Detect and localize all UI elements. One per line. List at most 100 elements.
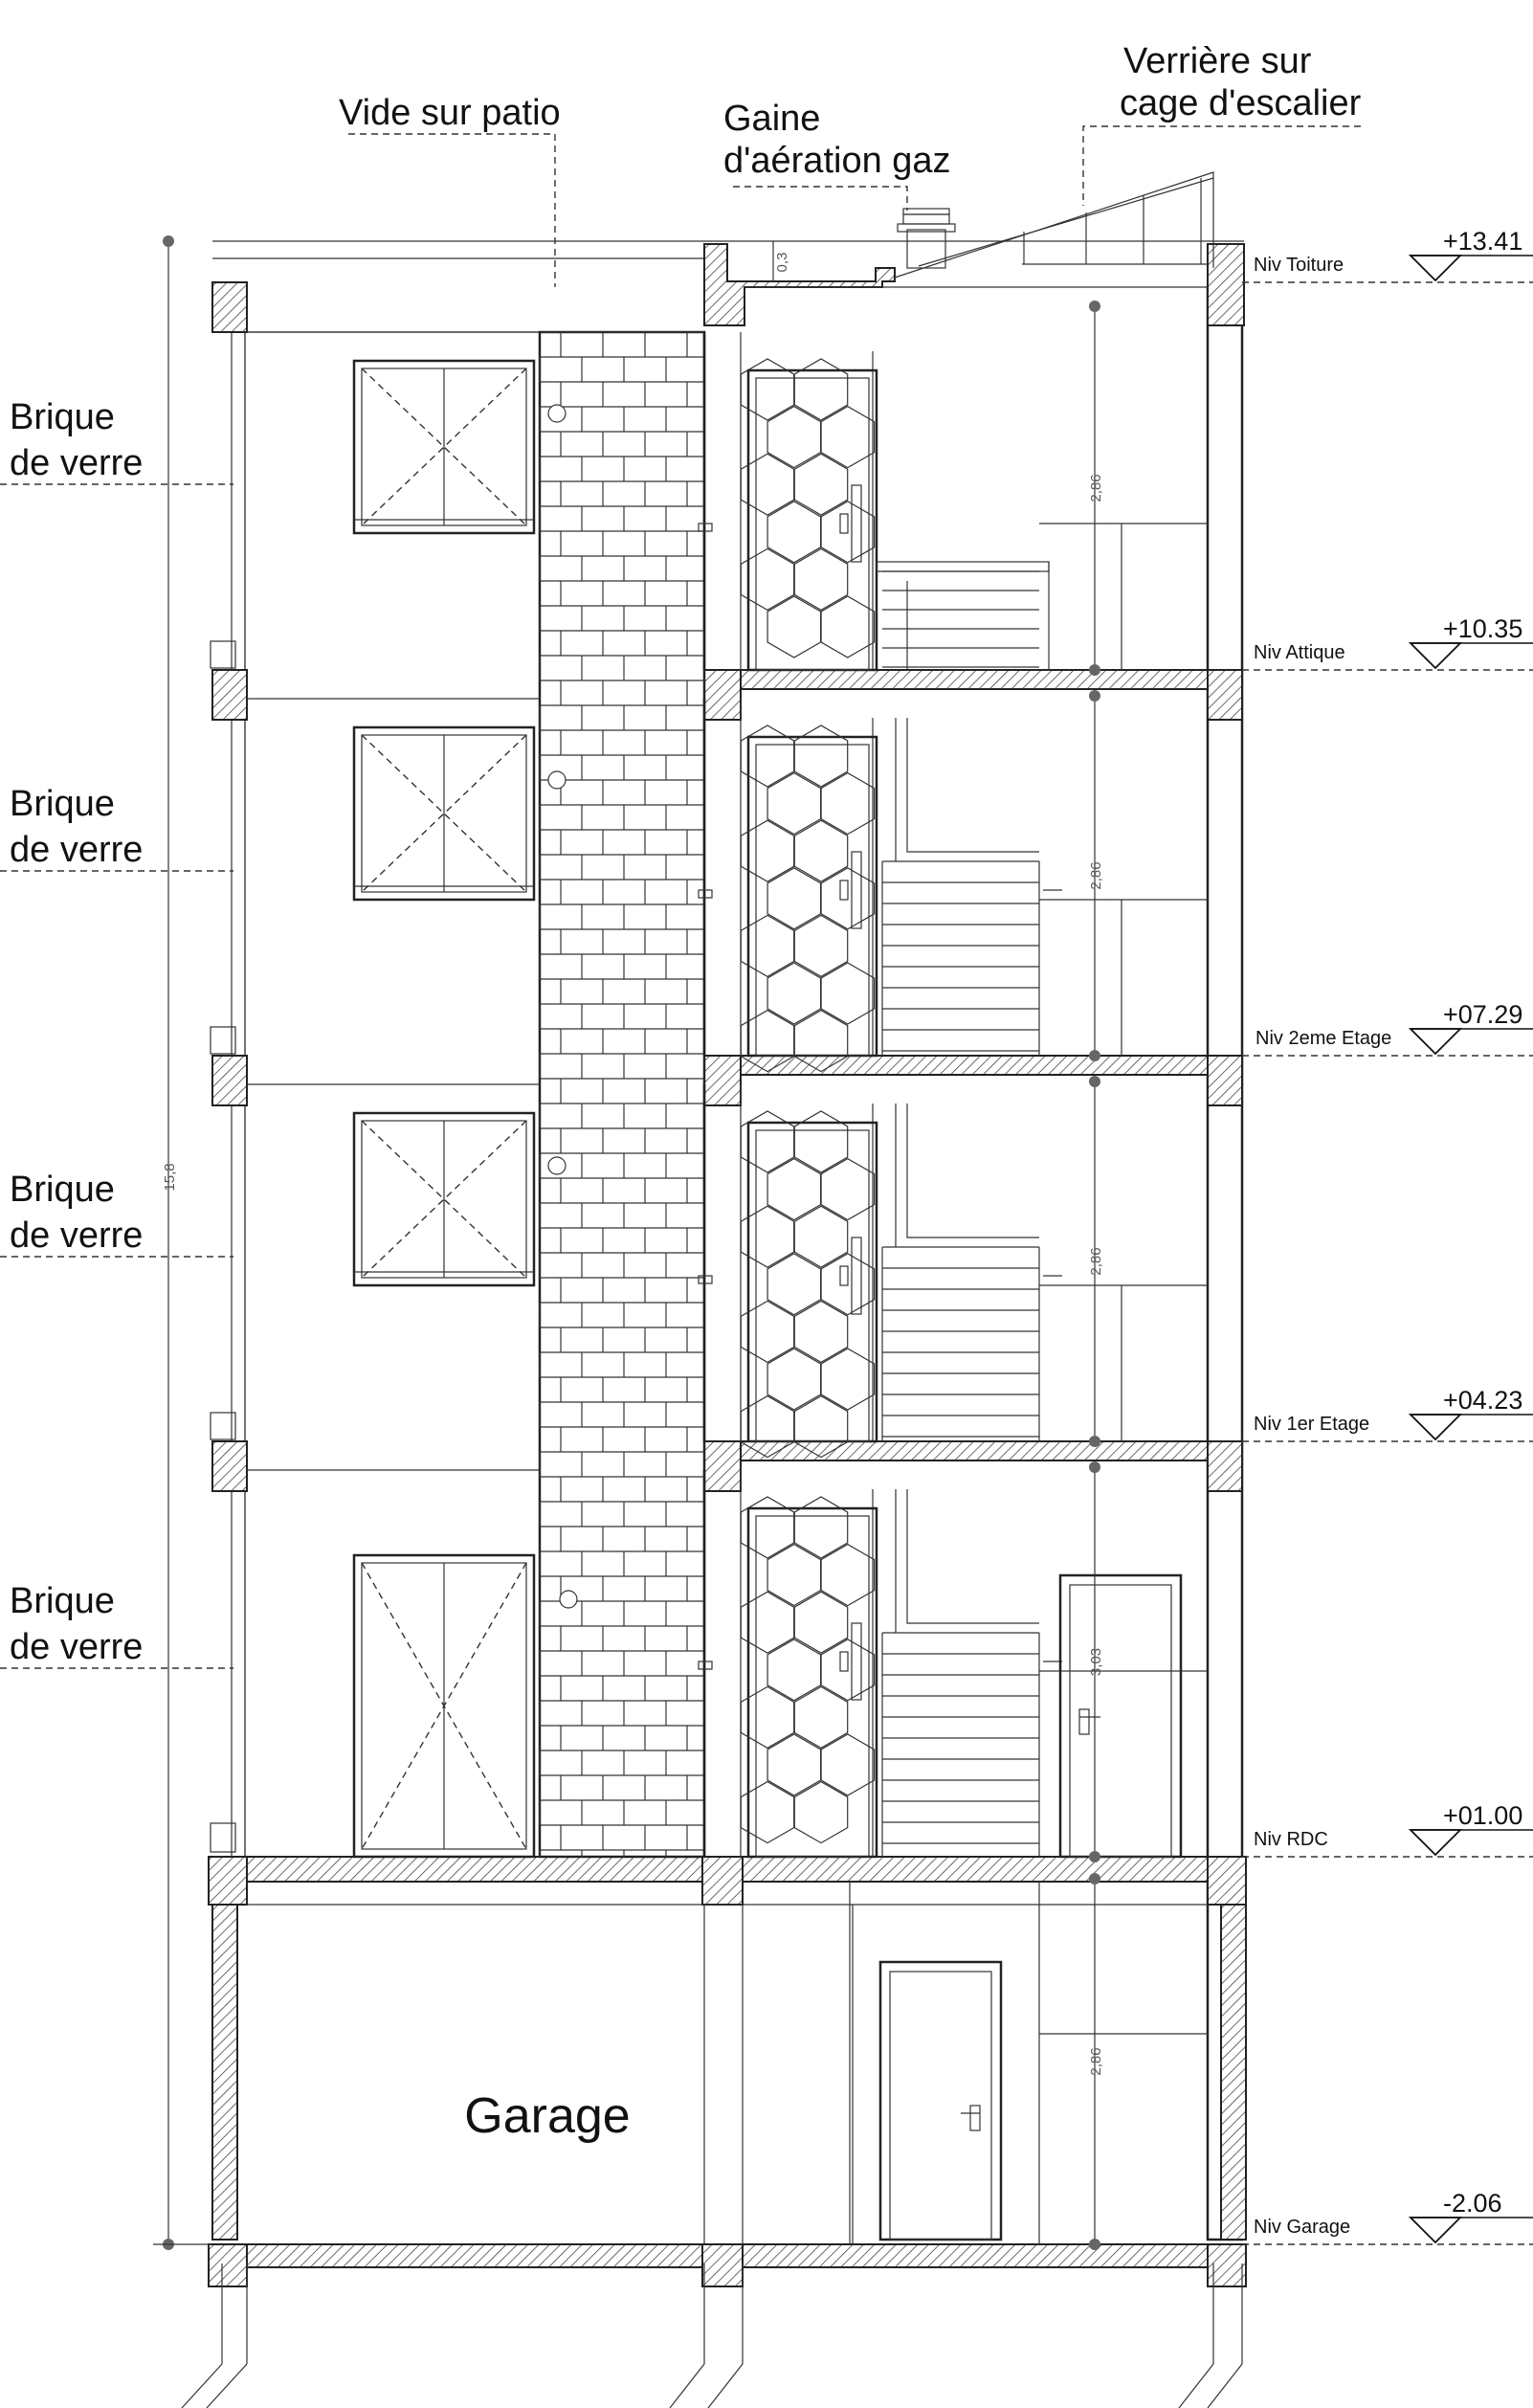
glass-brick-joint bbox=[210, 640, 236, 669]
level-triangle-icon bbox=[1408, 1028, 1463, 1056]
parapet-height-label: 0,3 bbox=[774, 253, 790, 273]
hexagon-pattern-door bbox=[698, 1110, 878, 1459]
level-marker: Niv 2eme Etage +07.29 bbox=[1242, 1000, 1533, 1057]
roof-parapet-left bbox=[211, 281, 248, 333]
slab-right-pillar bbox=[1207, 1055, 1243, 1106]
rdc-door bbox=[1058, 1573, 1183, 1859]
wall-fitting bbox=[547, 404, 567, 423]
staircase bbox=[881, 718, 1062, 1056]
level-triangle-icon bbox=[1408, 1414, 1463, 1441]
wall-fitting bbox=[547, 1156, 567, 1175]
callout-gaine: Gaine d'aération gaz bbox=[723, 99, 951, 211]
level-elevation: +07.29 bbox=[1443, 1000, 1522, 1029]
brique-label-line2: de verre bbox=[10, 1215, 143, 1256]
rdc-right-pillar bbox=[1207, 1856, 1247, 1906]
slab-left-pillar bbox=[211, 669, 248, 721]
gaine-label-line2: d'aération gaz bbox=[723, 141, 951, 181]
storey bbox=[247, 698, 1208, 1073]
brique-label-line2: de verre bbox=[10, 1627, 143, 1667]
storey bbox=[247, 1083, 1208, 1459]
total-height-label: 15,8 bbox=[162, 1163, 178, 1191]
hexagon-pattern-door bbox=[698, 358, 878, 672]
glass-brick-joint bbox=[210, 1412, 236, 1440]
slab-right-pillar bbox=[1207, 669, 1243, 721]
window bbox=[352, 1553, 536, 1859]
slab-center-pillar bbox=[703, 1440, 742, 1492]
garage-left-wall bbox=[211, 1904, 238, 2241]
staircase bbox=[876, 561, 1050, 670]
brique-label-line2: de verre bbox=[10, 443, 143, 483]
garage-right-pillar bbox=[1207, 2243, 1247, 2287]
callout-vide-patio: Vide sur patio bbox=[339, 93, 561, 287]
rdc-left-pillar bbox=[208, 1856, 248, 1906]
floor-height-label: 2,86 bbox=[1088, 2047, 1104, 2075]
brique-label-line1: Brique bbox=[10, 397, 115, 437]
level-marker: Niv RDC +01.00 bbox=[1242, 1801, 1533, 1858]
rdc-center-pillar bbox=[701, 1856, 744, 1906]
verriere-label-line2: cage d'escalier bbox=[1120, 83, 1362, 123]
floors-group: 2,86 2,86 2,86 3,03 2,86 bbox=[208, 301, 1247, 2287]
level-marker: Niv Toiture+13.41 bbox=[1242, 227, 1533, 283]
floor-height-label: 2,86 bbox=[1088, 1247, 1104, 1275]
level-marker: Niv Garage-2.06 bbox=[1242, 2189, 1533, 2245]
floor-height-label: 2,86 bbox=[1088, 861, 1104, 889]
level-elevation: +10.35 bbox=[1443, 614, 1522, 643]
parapet-dimension: 0,3 bbox=[772, 241, 790, 281]
level-name: Niv 2eme Etage bbox=[1255, 1028, 1391, 1049]
garage-door bbox=[878, 1960, 1003, 2241]
staircase bbox=[881, 1104, 1062, 1441]
brick-wall-outline bbox=[538, 330, 706, 1859]
floor-height-label: 2,86 bbox=[1088, 474, 1104, 502]
level-elevation: +01.00 bbox=[1443, 1801, 1522, 1830]
level-name: Niv RDC bbox=[1254, 1829, 1328, 1850]
level-triangle-icon bbox=[1408, 2217, 1463, 2244]
brique-label-line2: de verre bbox=[10, 830, 143, 870]
garage-center-pillar bbox=[701, 2243, 744, 2287]
callout-verriere: Verrière sur cage d'escalier bbox=[1082, 41, 1362, 206]
window bbox=[352, 1111, 536, 1287]
glass-brick-joint bbox=[210, 1822, 236, 1853]
floor-height-label: 3,03 bbox=[1088, 1648, 1104, 1676]
floor-height-dimension: 2,86 bbox=[1088, 1873, 1104, 2250]
door-handle-bar bbox=[851, 1237, 862, 1315]
foundation-lines bbox=[181, 2263, 1243, 2408]
slab-center-pillar bbox=[703, 669, 742, 721]
level-marker: Niv 1er Etage+04.23 bbox=[1242, 1386, 1533, 1442]
level-name: Niv Toiture bbox=[1254, 255, 1344, 276]
roof-parapet-right bbox=[1207, 243, 1245, 326]
slab-left-pillar bbox=[211, 1440, 248, 1492]
total-height-dimension: 15,8 bbox=[153, 235, 212, 2250]
level-triangle-icon bbox=[1408, 642, 1463, 670]
wall-fitting bbox=[559, 1590, 578, 1609]
level-elevation: -2.06 bbox=[1443, 2189, 1502, 2218]
window bbox=[352, 359, 536, 535]
floor-slab bbox=[740, 669, 1209, 690]
garage-label: Garage bbox=[464, 2088, 630, 2144]
level-triangle-icon bbox=[1408, 1829, 1463, 1857]
staircase bbox=[881, 1489, 1062, 1857]
floor-height-dimension: 2,86 bbox=[1088, 1076, 1104, 1447]
level-name: Niv 1er Etage bbox=[1254, 1414, 1369, 1435]
roof-slab-center bbox=[703, 243, 896, 326]
gas-vent-chimney bbox=[906, 229, 946, 269]
building-structure bbox=[211, 171, 1247, 2249]
gaine-label-line1: Gaine bbox=[723, 99, 820, 139]
brique-label-line1: Brique bbox=[10, 784, 115, 824]
vide-patio-label: Vide sur patio bbox=[339, 93, 561, 133]
slab-left-pillar bbox=[211, 1055, 248, 1106]
garage-left-pillar bbox=[208, 2243, 248, 2287]
level-name: Niv Attique bbox=[1254, 642, 1345, 663]
garage-right-wall bbox=[1220, 1904, 1247, 2241]
slab-center-pillar bbox=[703, 1055, 742, 1106]
storey bbox=[247, 331, 1208, 672]
verriere-label-line1: Verrière sur bbox=[1123, 41, 1312, 81]
floor-height-dimension: 3,03 bbox=[1088, 1461, 1104, 1862]
glass-brick-joint bbox=[210, 1026, 236, 1055]
hexagon-pattern-door bbox=[698, 725, 878, 1073]
brique-label-line1: Brique bbox=[10, 1581, 115, 1621]
window bbox=[352, 725, 536, 902]
door-handle-bar bbox=[851, 1622, 862, 1701]
